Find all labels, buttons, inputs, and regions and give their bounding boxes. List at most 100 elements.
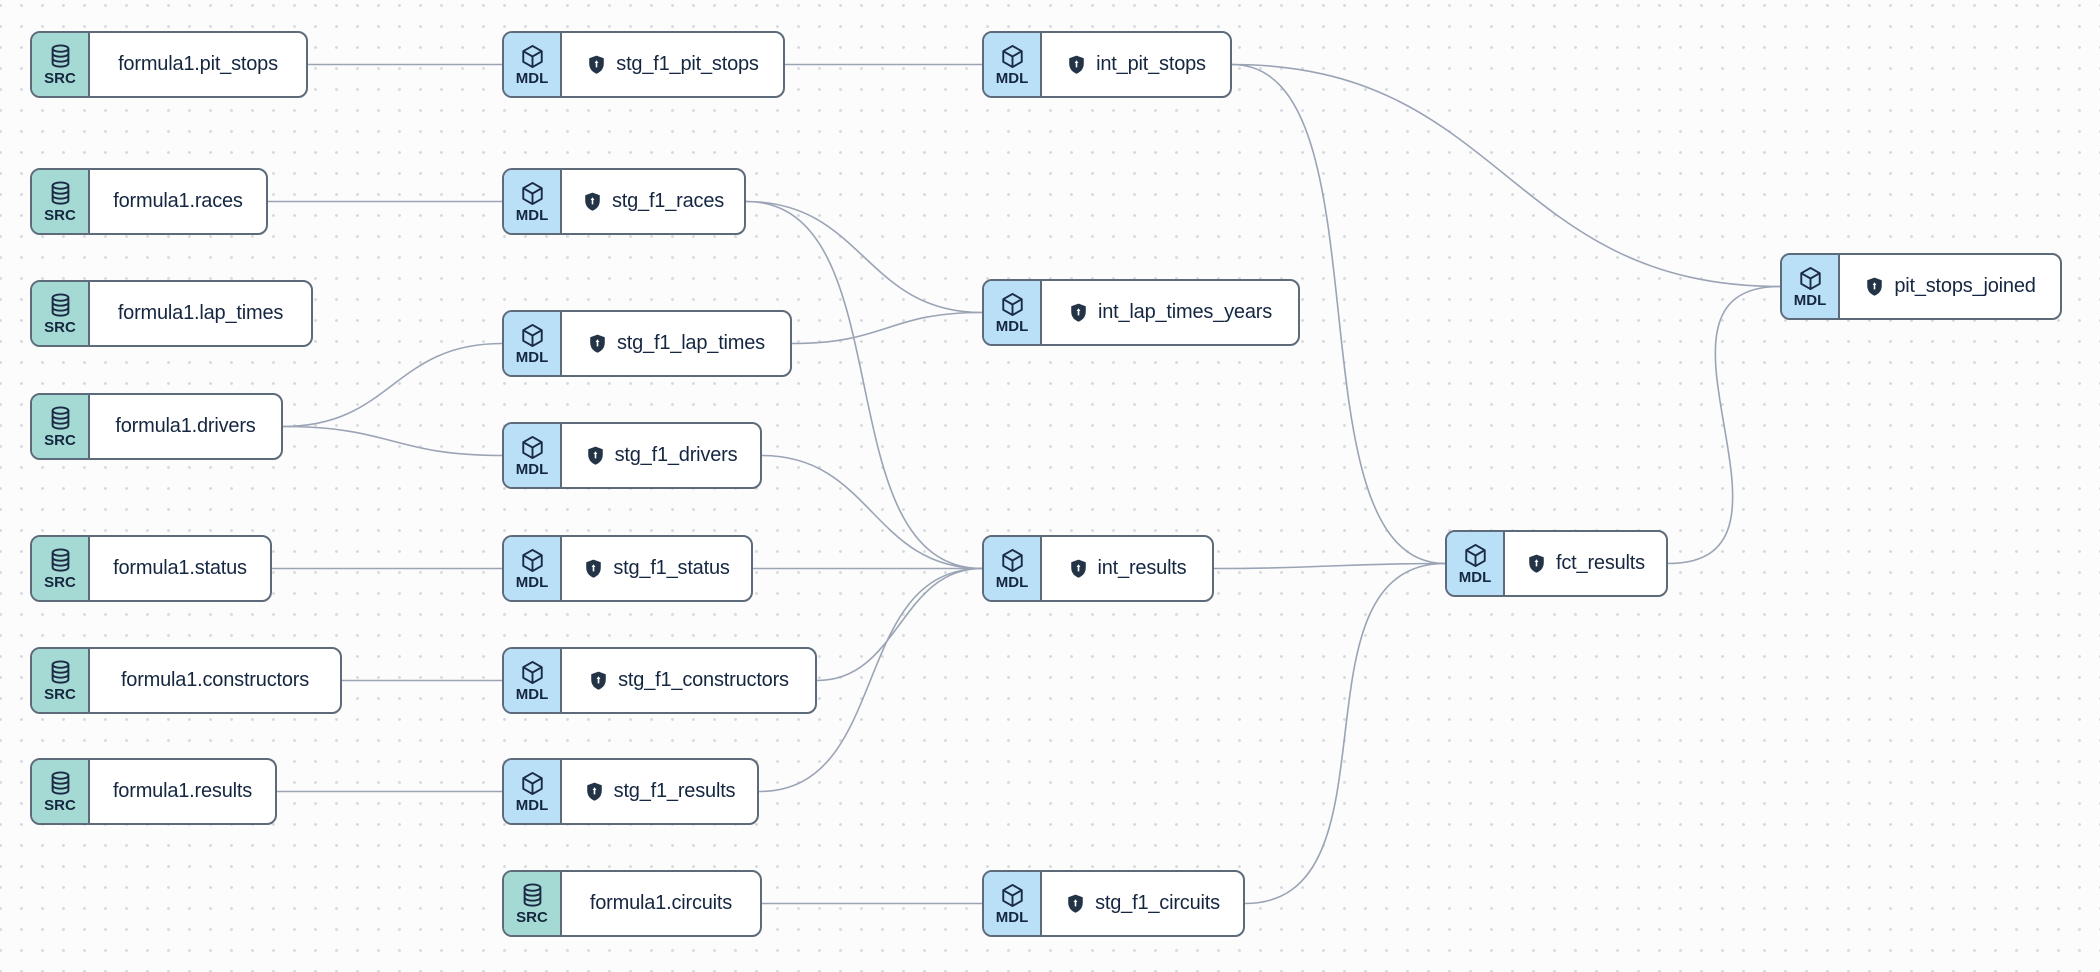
source-type-badge: SRC [32, 760, 90, 823]
node-label-text: formula1.races [113, 190, 243, 212]
node-label-text: stg_f1_constructors [618, 669, 789, 691]
node-label: formula1.circuits [562, 872, 760, 935]
node-stg-f1-status[interactable]: MDL stg_f1_status [502, 535, 753, 602]
node-int-lap-times-years[interactable]: MDL int_lap_times_years [982, 279, 1300, 346]
shield-icon [1526, 553, 1547, 574]
database-icon [47, 659, 74, 686]
shield-icon [586, 54, 607, 75]
node-label: formula1.status [90, 537, 270, 600]
database-icon [47, 770, 74, 797]
cube-icon [999, 547, 1026, 574]
node-stg-f1-pit-stops[interactable]: MDL stg_f1_pit_stops [502, 31, 785, 98]
node-label: formula1.drivers [90, 395, 281, 458]
model-type-badge: MDL [1782, 255, 1840, 318]
node-label: formula1.results [90, 760, 275, 823]
node-formula1-drivers[interactable]: SRC formula1.drivers [30, 393, 283, 460]
source-type-badge: SRC [32, 395, 90, 458]
node-formula1-circuits[interactable]: SRC formula1.circuits [502, 870, 762, 937]
model-type-badge: MDL [504, 760, 562, 823]
badge-label: MDL [515, 461, 549, 478]
source-type-badge: SRC [32, 282, 90, 345]
cube-icon [519, 180, 546, 207]
badge-label: MDL [995, 318, 1029, 335]
badge-label: SRC [516, 909, 548, 926]
node-label-text: stg_f1_drivers [614, 444, 738, 466]
source-type-badge: SRC [32, 170, 90, 233]
shield-icon [1066, 54, 1087, 75]
shield-icon [582, 191, 603, 212]
shield-icon [583, 558, 604, 579]
edge-stg_f1_races-to-int_lap_times_years [745, 200, 983, 314]
shield-icon [585, 445, 606, 466]
node-label-text: formula1.status [113, 557, 247, 579]
node-label-text: formula1.constructors [120, 669, 310, 691]
cube-icon [519, 547, 546, 574]
node-int-results[interactable]: MDL int_results [982, 535, 1214, 602]
cube-icon [999, 43, 1026, 70]
node-label: stg_f1_results [562, 760, 757, 823]
badge-label: SRC [44, 574, 76, 591]
node-label: int_lap_times_years [1042, 281, 1298, 344]
edge-int_pit_stops-to-fct_results [1231, 63, 1446, 565]
node-label-text: stg_f1_pit_stops [616, 53, 759, 75]
node-label: formula1.races [90, 170, 266, 233]
badge-label: MDL [1793, 292, 1827, 309]
database-icon [47, 405, 74, 432]
node-stg-f1-drivers[interactable]: MDL stg_f1_drivers [502, 422, 762, 489]
badge-label: MDL [515, 797, 549, 814]
cube-icon [999, 882, 1026, 909]
cube-icon [519, 434, 546, 461]
cube-icon [519, 770, 546, 797]
node-pit-stops-joined[interactable]: MDL pit_stops_joined [1780, 253, 2062, 320]
shield-icon [584, 781, 605, 802]
badge-label: MDL [515, 70, 549, 87]
node-label: pit_stops_joined [1840, 255, 2060, 318]
badge-label: MDL [515, 349, 549, 366]
node-label-text: stg_f1_circuits [1095, 892, 1220, 914]
source-type-badge: SRC [32, 537, 90, 600]
database-icon [47, 43, 74, 70]
badge-label: MDL [515, 574, 549, 591]
edge-src_drivers-to-stg_f1_drivers [282, 425, 503, 457]
edge-stg_f1_constructors-to-int_results [816, 567, 983, 682]
node-label: formula1.pit_stops [90, 33, 306, 96]
model-type-badge: MDL [504, 537, 562, 600]
edge-stg_f1_drivers-to-int_results [761, 454, 983, 570]
node-label-text: int_lap_times_years [1097, 301, 1273, 323]
node-label: fct_results [1505, 532, 1666, 595]
node-label: stg_f1_drivers [562, 424, 760, 487]
node-label: stg_f1_pit_stops [562, 33, 783, 96]
badge-label: MDL [515, 686, 549, 703]
shield-icon [588, 670, 609, 691]
edge-stg_f1_circuits-to-fct_results [1244, 562, 1446, 905]
node-label: stg_f1_races [562, 170, 744, 233]
cube-icon [1797, 265, 1824, 292]
node-stg-f1-constructors[interactable]: MDL stg_f1_constructors [502, 647, 817, 714]
node-stg-f1-results[interactable]: MDL stg_f1_results [502, 758, 759, 825]
node-label: stg_f1_status [562, 537, 751, 600]
node-label-text: fct_results [1556, 552, 1645, 574]
database-icon [47, 180, 74, 207]
badge-label: MDL [995, 574, 1029, 591]
node-label-text: int_pit_stops [1096, 53, 1206, 75]
badge-label: SRC [44, 432, 76, 449]
node-formula1-pit-stops[interactable]: SRC formula1.pit_stops [30, 31, 308, 98]
node-formula1-races[interactable]: SRC formula1.races [30, 168, 268, 235]
node-label-text: stg_f1_races [611, 190, 725, 212]
edge-int_results-to-fct_results [1213, 562, 1446, 570]
node-label: int_pit_stops [1042, 33, 1230, 96]
node-label: int_results [1042, 537, 1212, 600]
badge-label: SRC [44, 70, 76, 87]
cube-icon [999, 291, 1026, 318]
node-formula1-status[interactable]: SRC formula1.status [30, 535, 272, 602]
node-label-text: formula1.drivers [115, 415, 256, 437]
